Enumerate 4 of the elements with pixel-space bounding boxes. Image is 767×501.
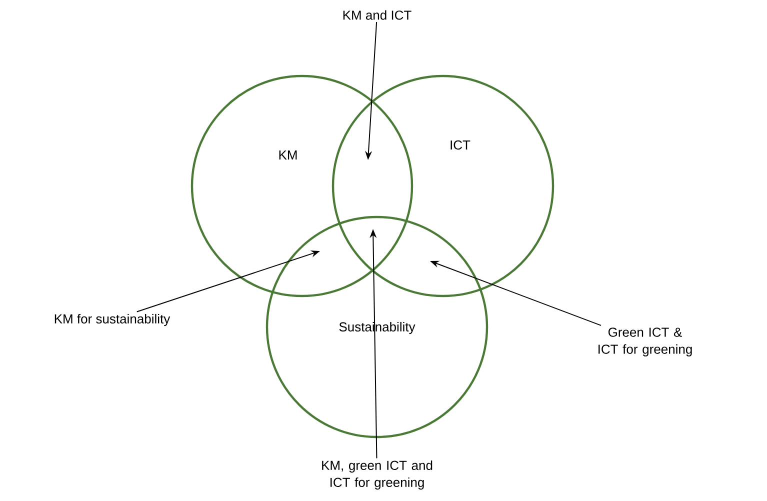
callout-text: KM and ICT — [343, 10, 412, 20]
callout-text: Green ICT & ICT for greening — [598, 328, 692, 356]
callout-text: KM, green ICT and ICT for greening — [322, 460, 432, 490]
callout-text: KM for sustainability — [54, 314, 170, 326]
